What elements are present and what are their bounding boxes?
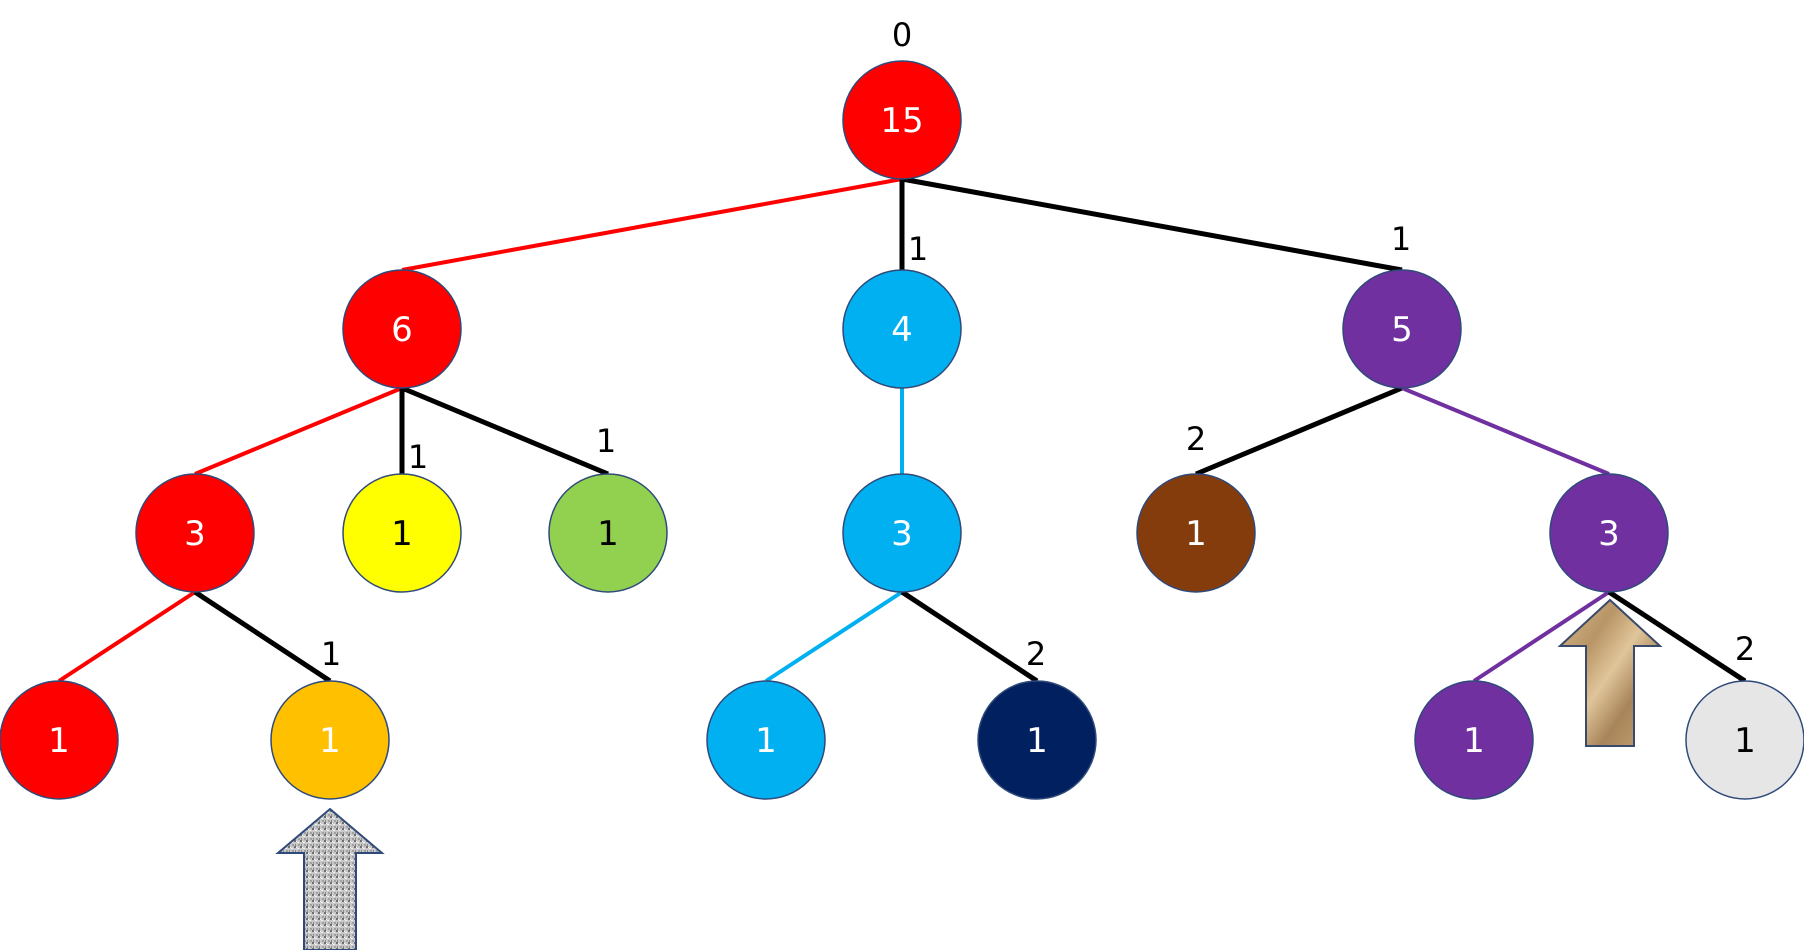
edge-n4-n10 [57, 590, 197, 683]
edge-weight-label: 1 [908, 230, 928, 268]
node-circle [1414, 680, 1534, 800]
edge-n1-n6 [401, 385, 609, 477]
node-value: 1 [1734, 721, 1756, 761]
labels-layer: 0 1 1 1 1 2 1 2 2 [321, 16, 1755, 673]
tree-node-n8: 1 [1136, 473, 1256, 593]
edges-layer [57, 176, 1747, 684]
node-value: 3 [1598, 514, 1620, 554]
tree-node-n3: 5 [1342, 269, 1462, 389]
node-circle [270, 680, 390, 800]
node-circle [342, 473, 462, 593]
node-circle [1685, 680, 1804, 800]
node-value: 15 [880, 101, 923, 141]
nodes-layer: 15 6 4 5 3 1 1 3 1 3 1 1 1 1 1 1 [0, 60, 1804, 800]
edge-n3-n9 [1401, 386, 1610, 476]
tree-node-n14: 1 [1414, 680, 1534, 800]
arrow-up-icon [275, 807, 385, 950]
node-circle [135, 473, 255, 593]
edge-n9-n14 [1472, 590, 1611, 683]
node-circle [977, 680, 1097, 800]
node-value: 1 [1026, 721, 1048, 761]
node-value: 3 [184, 514, 206, 554]
tree-node-n5: 1 [342, 473, 462, 593]
node-circle [842, 60, 962, 180]
edge-n9-n15 [1607, 589, 1747, 684]
tree-node-n2: 4 [842, 269, 962, 389]
edge-weight-label: 1 [408, 438, 428, 476]
tree-node-n12: 1 [706, 680, 826, 800]
edge-n7-n12 [764, 590, 904, 683]
node-value: 1 [755, 721, 777, 761]
node-circle [548, 473, 668, 593]
edge-n0-n3 [901, 176, 1403, 273]
tree-node-n1: 6 [342, 269, 462, 389]
node-circle [342, 269, 462, 389]
node-value: 3 [891, 514, 913, 554]
tree-node-n7: 3 [842, 473, 962, 593]
node-value: 1 [48, 721, 70, 761]
edge-n1-n4 [194, 386, 403, 476]
node-circle [1136, 473, 1256, 593]
node-value: 1 [391, 514, 413, 554]
node-value: 1 [1185, 514, 1207, 554]
edge-weight-label: 2 [1735, 630, 1755, 668]
edge-n0-n1 [401, 177, 903, 272]
edge-n3-n8 [1195, 385, 1403, 477]
edge-weight-label: 2 [1026, 635, 1046, 673]
node-value: 4 [891, 310, 913, 350]
node-value: 6 [391, 310, 413, 350]
tree-node-n10: 1 [0, 680, 119, 800]
node-value: 1 [1463, 721, 1485, 761]
node-value: 1 [597, 514, 619, 554]
node-circle [842, 269, 962, 389]
node-value: 1 [319, 721, 341, 761]
node-value: 5 [1391, 310, 1413, 350]
edge-weight-label: 1 [596, 422, 616, 460]
node-circle [706, 680, 826, 800]
tree-node-n11: 1 [270, 680, 390, 800]
tree-node-n15: 1 [1685, 680, 1804, 800]
edge-weight-label: 1 [321, 635, 341, 673]
tree-node-n0: 15 [842, 60, 962, 180]
edge-weight-label: 1 [1391, 220, 1411, 258]
edge-weight-label: 2 [1186, 420, 1206, 458]
edge-n7-n13 [900, 589, 1039, 684]
tree-node-n13: 1 [977, 680, 1097, 800]
node-circle [0, 680, 119, 800]
tree-node-n6: 1 [548, 473, 668, 593]
node-circle [1549, 473, 1669, 593]
root-label: 0 [892, 16, 912, 54]
edge-n4-n11 [193, 589, 332, 684]
tree-node-n4: 3 [135, 473, 255, 593]
node-circle [1342, 269, 1462, 389]
node-circle [842, 473, 962, 593]
tree-node-n9: 3 [1549, 473, 1669, 593]
arrow-up-icon [1557, 598, 1663, 747]
